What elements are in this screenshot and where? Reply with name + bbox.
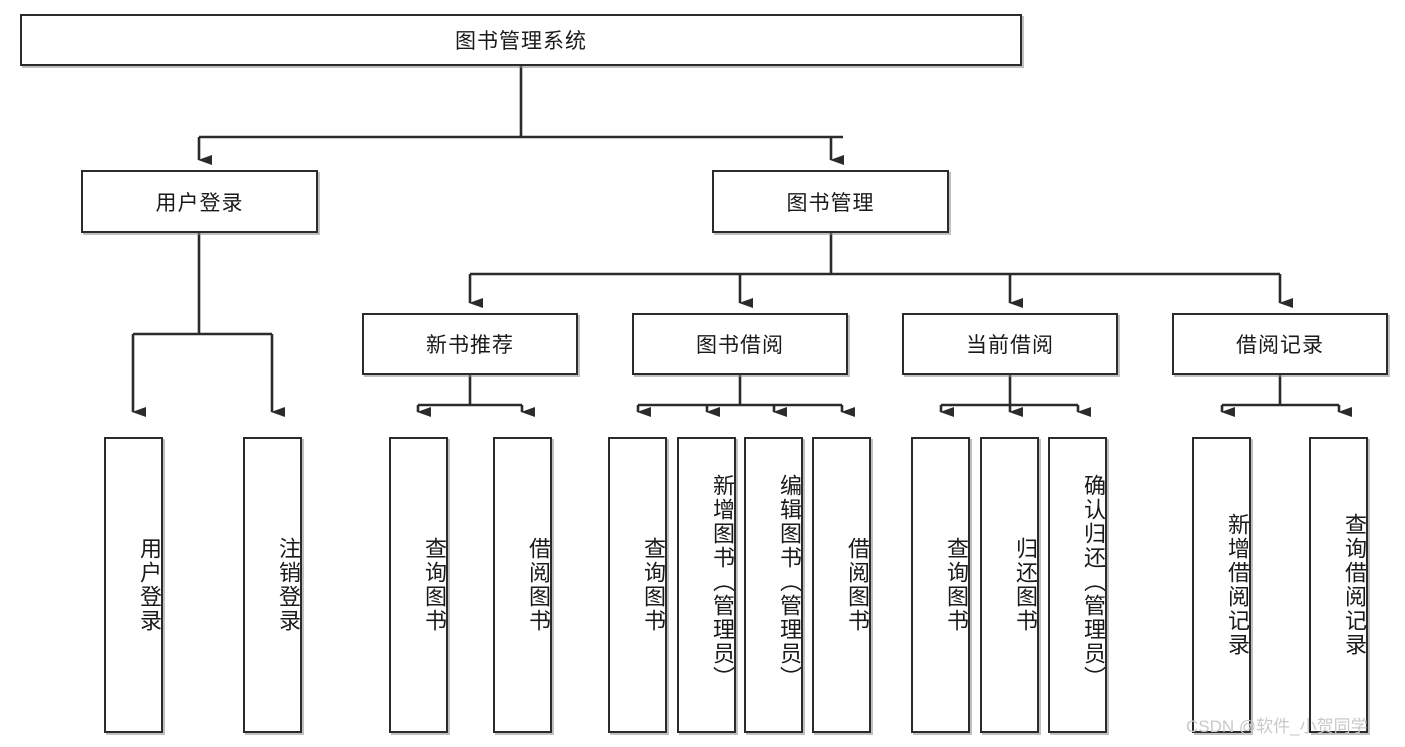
node-user-login-label: 用户登录 xyxy=(155,191,244,215)
node-current-borrow-label: 当前借阅 xyxy=(966,334,1054,357)
leaf-label: 查询图书 xyxy=(422,537,447,633)
node-borrow-record-label: 借阅记录 xyxy=(1236,334,1324,357)
node-book-borrow-label: 图书借阅 xyxy=(696,334,784,357)
leaf-new-book-query-book[interactable]: 查询图书 xyxy=(389,437,448,733)
leaf-book-borrow-add-book-admin[interactable]: 新增图书（管理员） xyxy=(677,437,736,733)
node-book-management[interactable]: 图书管理 xyxy=(712,170,949,233)
leaf-label: 编辑图书（管理员） xyxy=(777,474,802,690)
leaf-user-login-logout[interactable]: 注销登录 xyxy=(243,437,302,733)
node-user-login[interactable]: 用户登录 xyxy=(81,170,318,233)
leaf-user-login-login[interactable]: 用户登录 xyxy=(104,437,163,733)
leaf-label: 确认归还（管理员） xyxy=(1081,474,1106,690)
node-borrow-record[interactable]: 借阅记录 xyxy=(1172,313,1388,375)
node-root-label: 图书管理系统 xyxy=(455,30,587,53)
leaf-label: 新增图书（管理员） xyxy=(710,474,735,690)
leaf-current-borrow-query-book[interactable]: 查询图书 xyxy=(911,437,970,733)
leaf-label: 借阅图书 xyxy=(845,537,870,633)
leaf-label: 查询图书 xyxy=(641,537,666,633)
leaf-label: 归还图书 xyxy=(1013,537,1038,633)
leaf-new-book-borrow-book[interactable]: 借阅图书 xyxy=(493,437,552,733)
leaf-label: 注销登录 xyxy=(276,537,301,633)
leaf-label: 借阅图书 xyxy=(526,537,551,633)
leaf-borrow-record-query-record[interactable]: 查询借阅记录 xyxy=(1309,437,1368,733)
node-root[interactable]: 图书管理系统 xyxy=(20,14,1022,66)
node-current-borrow[interactable]: 当前借阅 xyxy=(902,313,1118,375)
leaf-label: 新增借阅记录 xyxy=(1225,513,1250,657)
node-new-book-recommend[interactable]: 新书推荐 xyxy=(362,313,578,375)
node-book-management-label: 图书管理 xyxy=(786,191,875,215)
leaf-label: 用户登录 xyxy=(137,537,162,633)
leaf-book-borrow-query-book[interactable]: 查询图书 xyxy=(608,437,667,733)
leaf-label: 查询图书 xyxy=(944,537,969,633)
leaf-borrow-record-add-record[interactable]: 新增借阅记录 xyxy=(1192,437,1251,733)
leaf-current-borrow-confirm-return-admin[interactable]: 确认归还（管理员） xyxy=(1048,437,1107,733)
leaf-label: 查询借阅记录 xyxy=(1342,513,1367,657)
leaf-book-borrow-edit-book-admin[interactable]: 编辑图书（管理员） xyxy=(744,437,803,733)
node-book-borrow[interactable]: 图书借阅 xyxy=(632,313,848,375)
node-new-book-recommend-label: 新书推荐 xyxy=(426,334,514,357)
leaf-current-borrow-return-book[interactable]: 归还图书 xyxy=(980,437,1039,733)
leaf-book-borrow-borrow-book[interactable]: 借阅图书 xyxy=(812,437,871,733)
